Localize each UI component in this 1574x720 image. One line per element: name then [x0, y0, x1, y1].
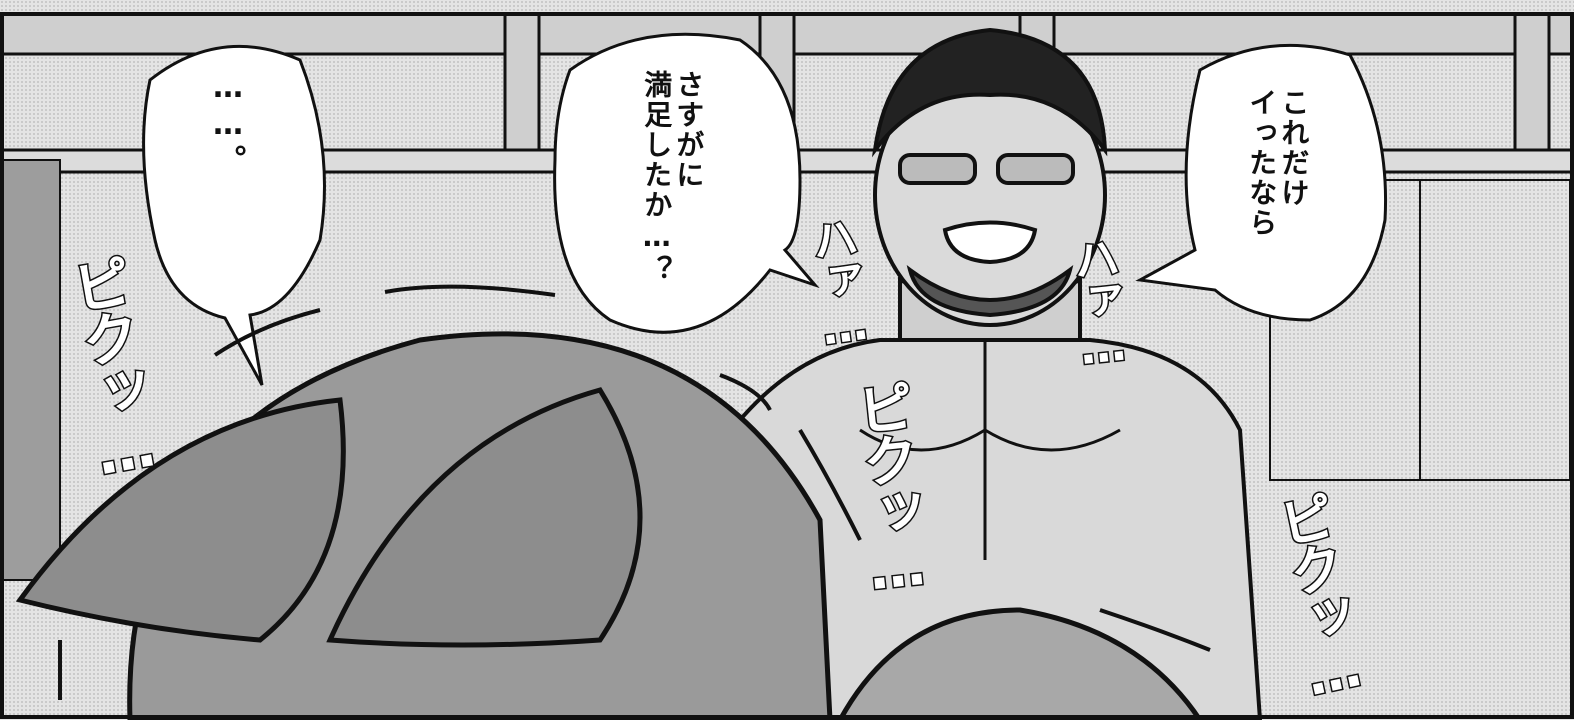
- panel-border: [0, 12, 1574, 719]
- man-figure: [717, 27, 1263, 720]
- window-frames: [0, 159, 1571, 581]
- bubble-middle-shape: [553, 32, 820, 334]
- speech-bubbles: [142, 32, 1388, 386]
- motion-lines: [58, 284, 1211, 700]
- bubble-right-text: これだけ イったなら: [1245, 88, 1311, 238]
- bubble-right-shape: [1135, 43, 1388, 322]
- bubble-middle-text: さすがに 満足したか…？: [640, 70, 706, 285]
- bubble-left-text: ……。: [210, 70, 246, 176]
- bubble-left-shape: [142, 44, 326, 386]
- girl-head-foreground: [15, 331, 1204, 720]
- sfx-pant-right: ハァ…: [1063, 231, 1134, 373]
